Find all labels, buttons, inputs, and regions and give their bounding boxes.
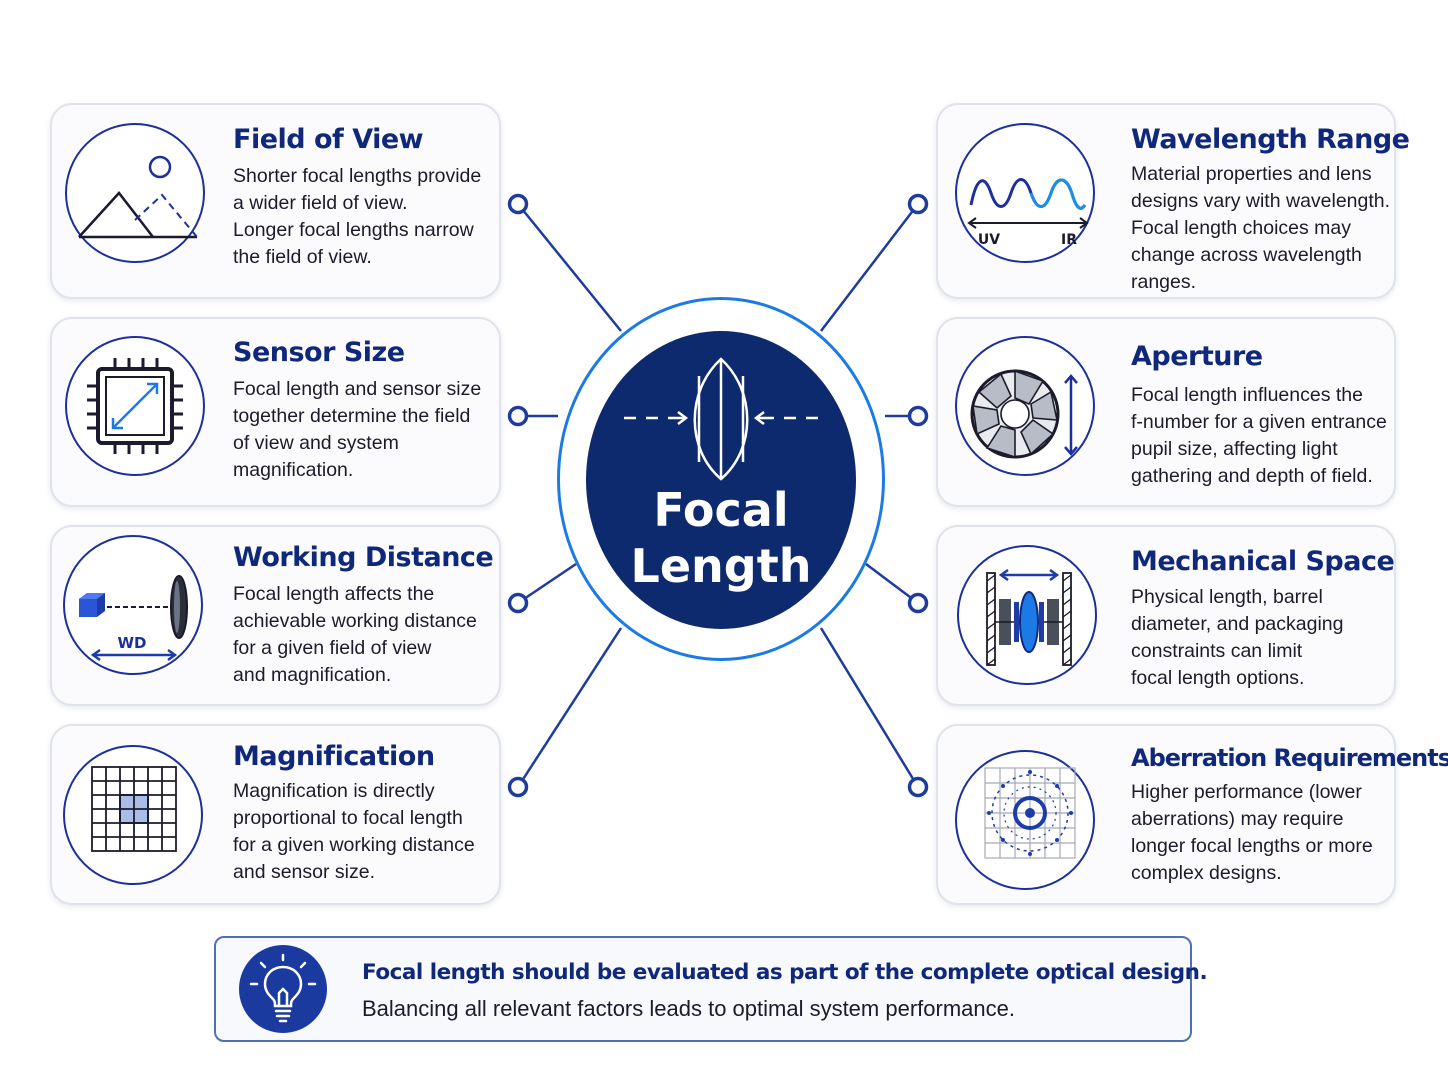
working-distance-icon-circle: WD — [63, 535, 203, 675]
wavelength-range-text: Material properties and lens designs var… — [1131, 161, 1390, 296]
field-of-view-icon-circle — [65, 123, 205, 263]
working-distance-line: Focal length affects the — [233, 583, 435, 605]
mechanical-space-icon-circle — [957, 545, 1097, 685]
magnification-title: Magnification — [233, 741, 435, 772]
aperture-title: Aperture — [1131, 341, 1263, 372]
mechanical-space-line: focal length options. — [1131, 667, 1305, 689]
aberration-requirements-line: Higher performance (lower — [1131, 781, 1362, 803]
aberration-requirements-line: aberrations) may require — [1131, 808, 1344, 830]
aberration-requirements-line: complex designs. — [1131, 862, 1282, 884]
aperture-line: f-number for a given entrance — [1131, 411, 1387, 433]
aperture-line: pupil size, affecting light — [1131, 438, 1338, 460]
aperture-iris-icon — [970, 369, 1078, 459]
mountain-field-of-view-icon — [78, 155, 198, 239]
wavelength-range-line: designs vary with wavelength. — [1131, 190, 1391, 212]
aberration-requirements-text: Higher performance (lower aberrations) m… — [1131, 779, 1373, 887]
sensor-size-line: of view and system — [233, 432, 399, 454]
working-distance-line: for a given field of view — [233, 637, 432, 659]
sensor-size-title: Sensor Size — [233, 337, 405, 368]
working-distance-text: Focal length affects the achievable work… — [233, 581, 477, 689]
mechanical-space-line: Physical length, barrel — [1131, 586, 1323, 608]
magnification-grid-icon — [91, 766, 177, 852]
sensor-size-line: Focal length and sensor size — [233, 378, 482, 400]
aperture-line: gathering and depth of field. — [1131, 465, 1373, 487]
magnification-line: and sensor size. — [233, 861, 375, 883]
aberration-icon-circle — [955, 750, 1095, 890]
lens-icon — [624, 357, 818, 481]
sensor-chip-icon — [87, 358, 183, 454]
mechanical-space-text: Physical length, barrel diameter, and pa… — [1131, 584, 1343, 692]
magnification-icon-circle — [63, 745, 203, 885]
mechanical-space-line: constraints can limit — [1131, 640, 1303, 662]
wavelength-range-line: Focal length choices may — [1131, 217, 1352, 239]
aperture-line: Focal length influences the — [1131, 384, 1363, 406]
aperture-icon-circle — [955, 336, 1095, 476]
field-of-view-text: Shorter focal lengths provide a wider fi… — [233, 163, 481, 271]
wavelength-range-line: Material properties and lens — [1131, 163, 1372, 185]
wavelength-uv-label: UV — [978, 232, 1000, 248]
wavelength-ir-label: IR — [1061, 232, 1077, 248]
center-title-line1: Focal — [653, 483, 789, 537]
sensor-size-icon-circle — [65, 336, 205, 476]
sensor-size-text: Focal length and sensor size together de… — [233, 376, 481, 484]
working-distance-line: and magnification. — [233, 664, 392, 686]
node-wavelength-range — [907, 193, 929, 215]
node-aperture — [907, 405, 929, 427]
center-title-line2: Length — [630, 539, 812, 593]
wavelength-range-title: Wavelength Range — [1131, 124, 1410, 155]
field-of-view-title: Field of View — [233, 124, 424, 155]
sensor-size-line: together determine the field — [233, 405, 471, 427]
magnification-text: Magnification is directly proportional t… — [233, 778, 475, 886]
mechanical-space-line: diameter, and packaging — [1131, 613, 1344, 635]
working-distance-icon-label: WD — [118, 634, 147, 652]
field-of-view-line: Shorter focal lengths provide — [233, 165, 482, 187]
aberration-requirements-line: longer focal lengths or more — [1131, 835, 1373, 857]
callout-text: Balancing all relevant factors leads to … — [362, 996, 1015, 1021]
node-sensor-size — [507, 405, 529, 427]
callout-headline: Focal length should be evaluated as part… — [362, 960, 1208, 985]
aberration-target-icon — [984, 767, 1076, 859]
magnification-line: Magnification is directly — [233, 780, 435, 802]
wavelength-range-line: ranges. — [1131, 271, 1197, 293]
node-working-distance — [507, 592, 529, 614]
summary-callout — [214, 936, 1192, 1042]
center-title: Focal Length — [586, 482, 856, 594]
lightbulb-icon-circle — [239, 945, 327, 1033]
mechanical-space-title: Mechanical Space — [1131, 546, 1395, 577]
wavelength-range-line: change across wavelength — [1131, 244, 1362, 266]
working-distance-title: Working Distance — [233, 542, 494, 573]
node-field-of-view — [507, 193, 529, 215]
center-ring — [557, 297, 885, 661]
wavelength-icon-circle: UV IR — [955, 123, 1095, 263]
magnification-line: for a given working distance — [233, 834, 475, 856]
lens-barrel-icon — [986, 568, 1072, 666]
working-distance-line: achievable working distance — [233, 610, 477, 632]
node-mechanical-space — [907, 592, 929, 614]
aberration-requirements-title: Aberration Requirements — [1131, 744, 1448, 772]
working-distance-icon: WD — [79, 575, 188, 662]
magnification-line: proportional to focal length — [233, 807, 463, 829]
lightbulb-icon — [249, 953, 317, 1023]
wave-icon: UV IR — [967, 178, 1089, 248]
field-of-view-line: the field of view. — [233, 246, 372, 268]
field-of-view-line: Longer focal lengths narrow — [233, 219, 474, 241]
aperture-text: Focal length influences the f-number for… — [1131, 382, 1387, 490]
field-of-view-line: a wider field of view. — [233, 192, 408, 214]
node-aberration — [907, 776, 929, 798]
sensor-size-line: magnification. — [233, 459, 354, 481]
node-magnification — [507, 776, 529, 798]
